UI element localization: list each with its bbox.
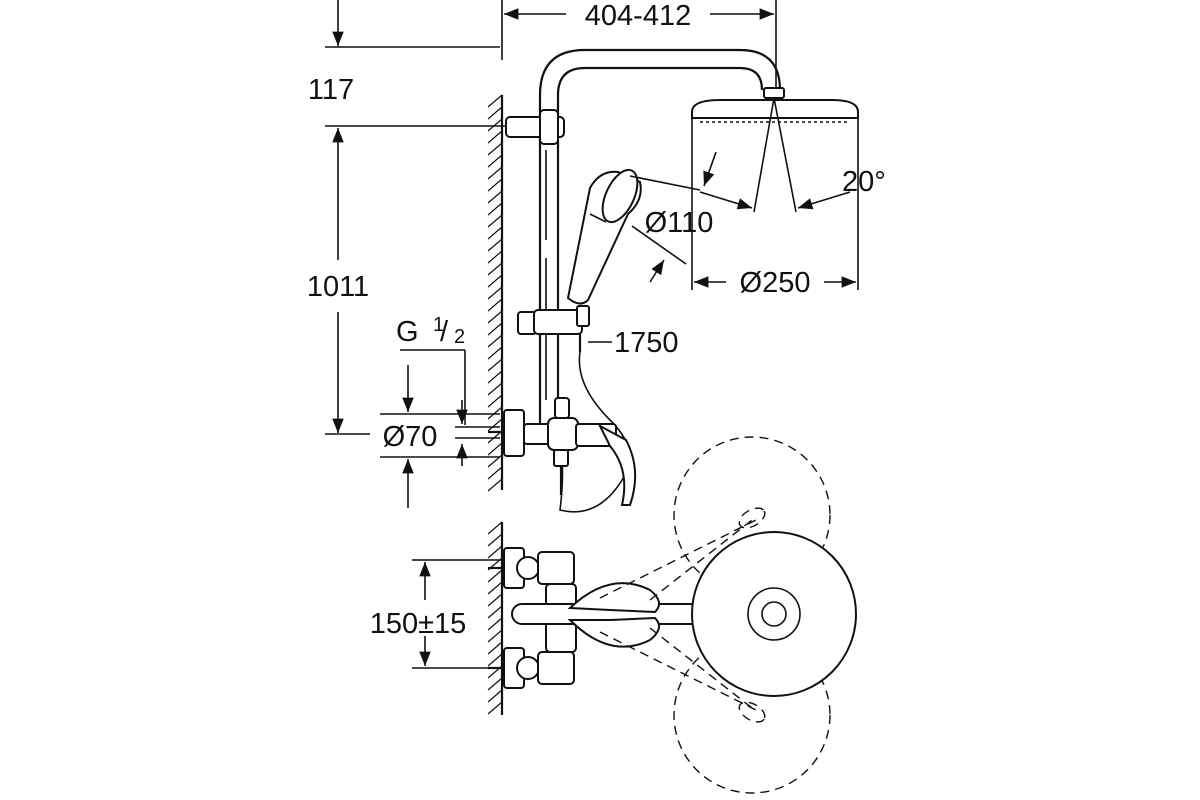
wall-hatch-line xyxy=(487,605,503,619)
slider-and-hose: 1750 xyxy=(517,305,679,513)
thread-num: 1 xyxy=(433,314,444,336)
dimension-inlet-diameter: Ø70 xyxy=(380,365,500,508)
dimension-arm-reach: 404-412 xyxy=(501,0,777,88)
wall-hatch-line xyxy=(487,394,503,408)
wall-hatch-line xyxy=(487,689,503,703)
thread-den: 2 xyxy=(454,326,465,348)
wall-hatch-line xyxy=(487,310,503,324)
wall-hatch-line xyxy=(487,94,503,108)
wall-hatch-line xyxy=(487,641,503,655)
wall-hatch-line xyxy=(487,406,503,420)
head-diameter-label: Ø250 xyxy=(740,267,811,299)
wall-hatch-line xyxy=(487,478,503,492)
wall-hatch-line xyxy=(487,142,503,156)
top-offset-label: 117 xyxy=(308,74,354,106)
thread-main: G xyxy=(396,316,419,348)
head-shower xyxy=(691,87,859,290)
wall-hatch-line xyxy=(487,629,503,643)
wall-hatch-line xyxy=(487,418,503,432)
dimension-thread: G 1 / 2 xyxy=(396,314,466,425)
wall-hatch-line xyxy=(487,154,503,168)
wall-hatch-line xyxy=(487,382,503,396)
wall-hatch-line xyxy=(487,106,503,120)
wall-hatch-line xyxy=(487,346,503,360)
wall-hatch-line xyxy=(487,202,503,216)
wall-hatch-line xyxy=(487,533,503,547)
wall-hatch-line xyxy=(487,370,503,384)
wall-hatch-line xyxy=(487,466,503,480)
wall-hatch-line xyxy=(487,442,503,456)
wall-hatch-line xyxy=(487,286,503,300)
dimension-top-offset: 117 xyxy=(308,0,500,106)
wall-upper xyxy=(487,94,504,492)
wall-hatch-line xyxy=(487,262,503,276)
hose-length-label: 1750 xyxy=(614,327,679,359)
wall-hatch-line xyxy=(487,190,503,204)
swing-range-indicator xyxy=(599,436,857,794)
wall-hatch-line xyxy=(487,593,503,607)
wall-hatch-line xyxy=(487,521,503,535)
wall-hatch-line xyxy=(487,226,503,240)
mixer-side-view xyxy=(488,397,637,506)
wall-hatch-line xyxy=(487,274,503,288)
wall-hatch-line xyxy=(487,569,503,583)
dimension-inlet-spacing: 150±15 xyxy=(370,559,504,669)
arm-reach-label: 404-412 xyxy=(585,0,691,32)
inlet-spacing-label: 150±15 xyxy=(370,608,467,640)
wall-hatch-line xyxy=(487,238,503,252)
wall-hatch-line xyxy=(487,334,503,348)
hand-shower: Ø110 xyxy=(566,151,717,305)
wall-lower xyxy=(487,521,504,715)
wall-hatch-line xyxy=(487,250,503,264)
wall-hatch-line xyxy=(487,166,503,180)
wall-hatch-line xyxy=(487,298,503,312)
wall-hatch-line xyxy=(487,581,503,595)
wall-hatch-line xyxy=(487,617,503,631)
mixer-plan-view xyxy=(488,547,783,689)
wall-hatch-line xyxy=(487,653,503,667)
wall-hatch-line xyxy=(487,118,503,132)
wall-hatch-line xyxy=(487,322,503,336)
wall-hatch-line xyxy=(487,701,503,715)
inlet-diameter-label: Ø70 xyxy=(383,421,438,453)
wall-hatch-line xyxy=(487,130,503,144)
dimension-rail-height: 1011 xyxy=(307,125,540,435)
hand-diameter-label: Ø110 xyxy=(645,207,714,239)
wall-hatch-line xyxy=(487,214,503,228)
dimension-head-diameter: Ø250 xyxy=(694,267,856,299)
tilt-angle-label: 20° xyxy=(842,166,886,198)
thread-slash: / xyxy=(440,316,449,348)
wall-hatch-line xyxy=(487,178,503,192)
wall-hatch-line xyxy=(487,545,503,559)
rail-height-label: 1011 xyxy=(307,271,369,303)
wall-hatch-line xyxy=(487,677,503,691)
wall-hatch-line xyxy=(487,358,503,372)
dimension-tilt-angle: 20° xyxy=(699,166,886,210)
